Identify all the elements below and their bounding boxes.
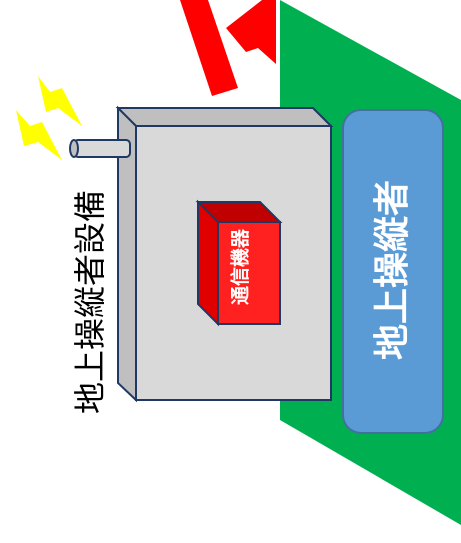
operator-label: 地上操縦者	[372, 179, 413, 361]
equipment-label: 地上操縦者設備	[71, 189, 109, 415]
comm-device	[195, 199, 283, 327]
comm-device-label: 通信機器	[229, 228, 252, 306]
lightning-bolt-icon	[16, 76, 82, 160]
equipment-cabinet	[115, 105, 334, 403]
operator-box	[342, 109, 444, 434]
signal-arrow-icon	[180, 0, 276, 96]
antenna-icon	[69, 139, 131, 158]
